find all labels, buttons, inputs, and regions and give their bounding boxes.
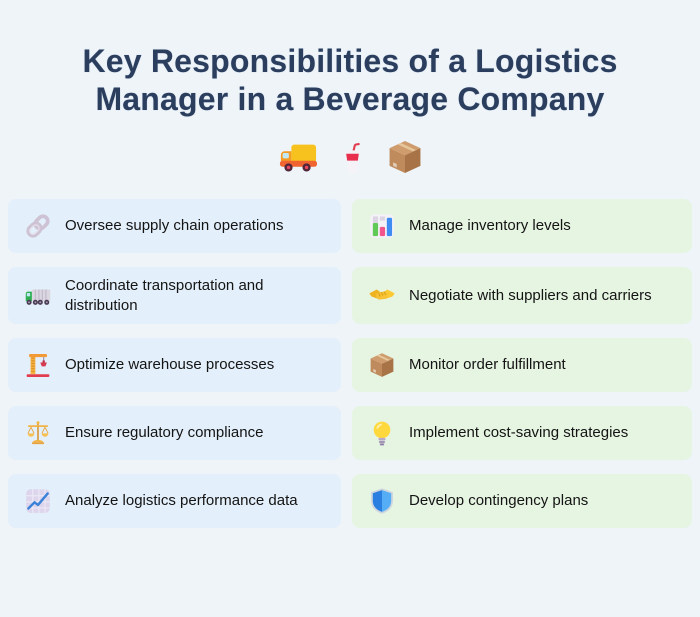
card-label: Manage inventory levels xyxy=(409,217,571,235)
page-title-line-2: Manager in a Beverage Company xyxy=(95,81,605,117)
balance-scale-icon xyxy=(24,419,52,447)
card-analyze-performance: Analyze logistics performance data xyxy=(8,474,341,528)
card-label: Negotiate with suppliers and carriers xyxy=(409,286,652,304)
card-negotiate-suppliers: Negotiate with suppliers and carriers xyxy=(352,267,692,324)
card-label: Monitor order fulfillment xyxy=(409,356,566,374)
chart-increasing-icon xyxy=(24,487,52,515)
card-coordinate-transportation: Coordinate transportation and distributi… xyxy=(8,267,341,324)
card-monitor-fulfillment: Monitor order fulfillment xyxy=(352,338,692,392)
card-contingency-plans: Develop contingency plans xyxy=(352,474,692,528)
shield-icon xyxy=(368,487,396,515)
card-cost-saving: Implement cost-saving strategies xyxy=(352,406,692,460)
light-bulb-icon xyxy=(368,419,396,447)
card-label: Optimize warehouse processes xyxy=(65,356,275,374)
bar-chart-icon xyxy=(368,212,396,240)
card-label: Develop contingency plans xyxy=(409,492,589,510)
package-icon xyxy=(386,138,424,176)
card-label: Implement cost-saving strategies xyxy=(409,424,629,442)
page-title: Key Responsibilities of a Logistics Mana… xyxy=(10,42,690,118)
card-label: Coordinate transportation and distributi… xyxy=(65,277,264,314)
card-label: Oversee supply chain operations xyxy=(65,217,284,235)
card-regulatory-compliance: Ensure regulatory compliance xyxy=(8,406,341,460)
card-manage-inventory: Manage inventory levels xyxy=(352,199,692,253)
header-icon-row xyxy=(0,136,700,176)
responsibility-grid: Oversee supply chain operations Manage i… xyxy=(8,199,692,528)
card-label: Ensure regulatory compliance xyxy=(65,424,264,442)
link-icon xyxy=(24,212,52,240)
card-optimize-warehouse: Optimize warehouse processes xyxy=(8,338,341,392)
delivery-truck-icon xyxy=(277,138,319,176)
card-label: Analyze logistics performance data xyxy=(65,492,298,510)
cup-with-straw-icon xyxy=(339,142,366,176)
articulated-lorry-icon xyxy=(24,282,52,310)
handshake-icon xyxy=(368,282,396,310)
card-oversee-supply-chain: Oversee supply chain operations xyxy=(8,199,341,253)
package-icon xyxy=(368,351,396,379)
page-title-line-1: Key Responsibilities of a Logistics xyxy=(82,43,618,79)
construction-crane-icon xyxy=(24,351,52,379)
